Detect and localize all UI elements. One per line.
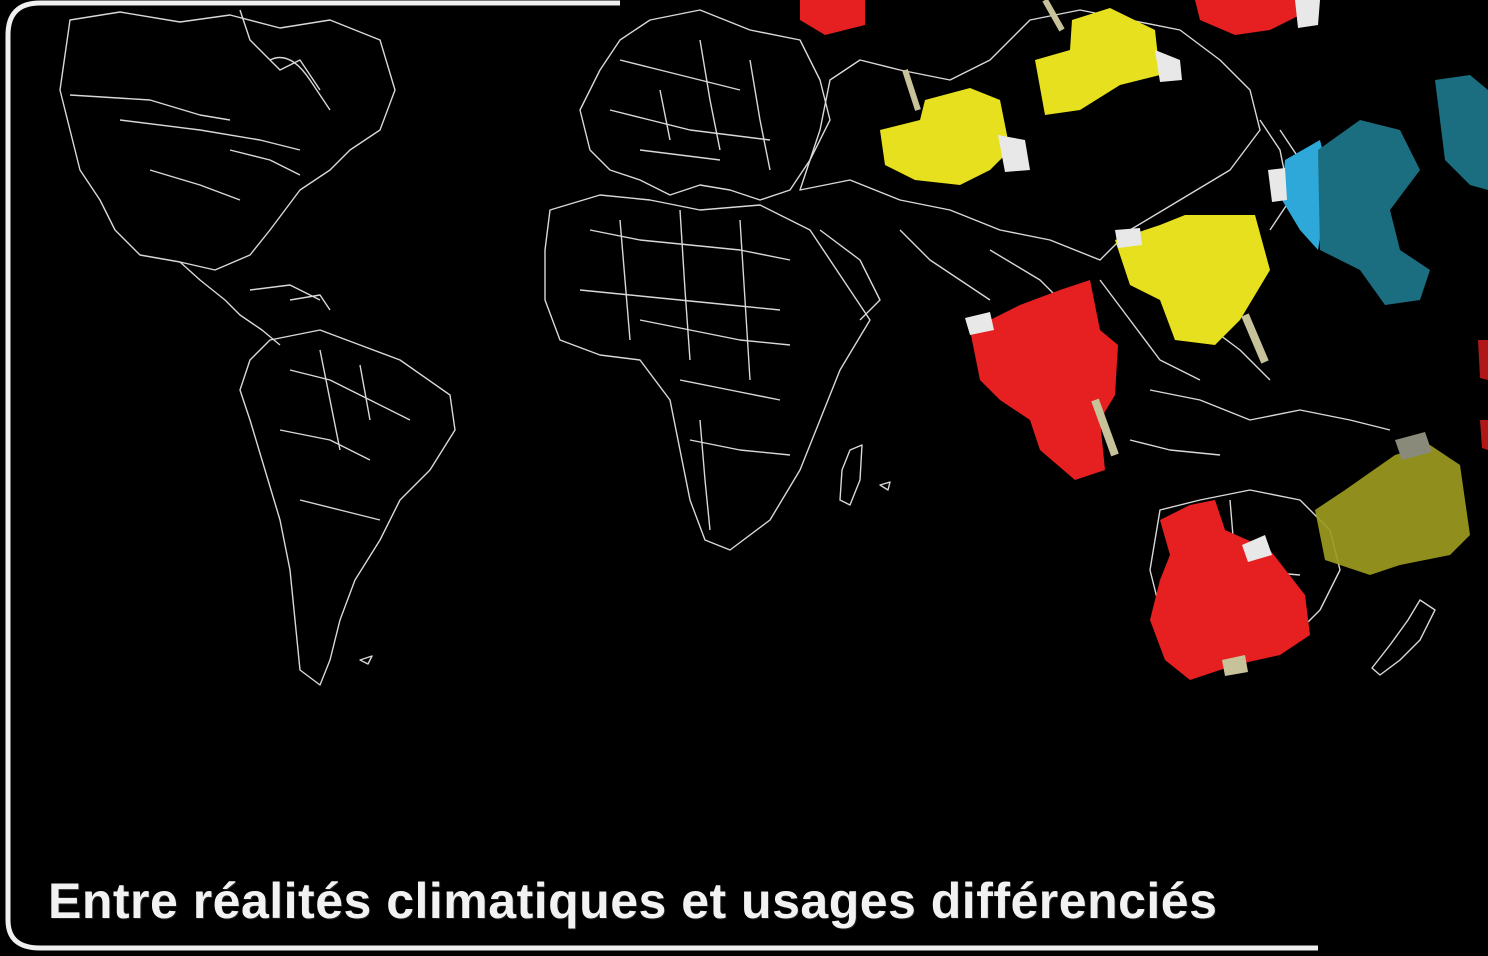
north-america-outline — [59, 11, 396, 271]
marker-yellow-south-east-asia — [1115, 215, 1270, 364]
marker-yellow-central-asia-2 — [1035, 0, 1182, 115]
madagascar-outline — [839, 444, 863, 506]
marker-olive-east-australia — [1315, 432, 1470, 575]
marker-red-north-2 — [1195, 0, 1320, 35]
marker-red-india — [965, 280, 1119, 480]
marker-yellow-central-asia-1 — [880, 69, 1030, 185]
africa-outline — [544, 194, 871, 551]
marker-teal-pacific — [1435, 75, 1488, 450]
marker-red-north-1 — [800, 0, 865, 35]
new-zealand-outline — [1371, 599, 1436, 676]
south-america-outline — [239, 329, 456, 686]
marker-red-australia — [1150, 500, 1310, 680]
asia-outline — [799, 9, 1261, 261]
central-america-outline — [179, 261, 281, 346]
marker-blue-japan — [1268, 120, 1430, 305]
slide-caption: Entre réalités climatiques et usages dif… — [48, 873, 1218, 929]
